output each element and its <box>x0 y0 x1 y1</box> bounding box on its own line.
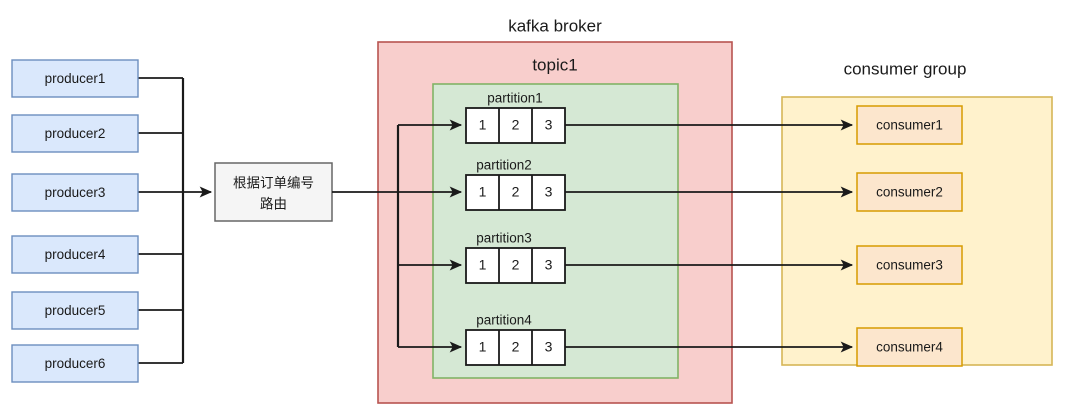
producer-box-5[interactable]: producer5 <box>11 291 139 330</box>
consumer-label: consumer4 <box>876 340 943 355</box>
partition-consumer-connectors <box>565 119 854 353</box>
partition-cell: 3 <box>545 184 553 200</box>
partition-label: partition3 <box>476 231 532 246</box>
producer-label: producer2 <box>45 126 106 141</box>
router-label-line1: 根据订单编号 <box>233 176 314 191</box>
partition-cell: 1 <box>479 117 487 133</box>
consumer-group-title: consumer group <box>844 59 967 78</box>
partition-cell: 3 <box>545 257 553 273</box>
router-label-line2: 路由 <box>260 197 287 212</box>
partition-label: partition1 <box>487 91 543 106</box>
partition-4[interactable]: partition4 1 2 3 <box>465 313 566 366</box>
producer-label: producer1 <box>45 71 106 86</box>
router-partition-connectors <box>332 119 463 353</box>
partition-cell: 2 <box>512 117 520 133</box>
partition-cell: 3 <box>545 339 553 355</box>
consumer-box-3[interactable]: consumer3 <box>856 245 963 285</box>
producer-box-6[interactable]: producer6 <box>11 344 139 383</box>
consumer-label: consumer3 <box>876 258 943 273</box>
producer-box-2[interactable]: producer2 <box>11 114 139 153</box>
partition-2[interactable]: partition2 1 2 3 <box>465 158 566 211</box>
partition-cell: 2 <box>512 184 520 200</box>
producer-label: producer6 <box>45 356 106 371</box>
producer-bus-connectors <box>138 77 213 364</box>
partition-label: partition2 <box>476 158 532 173</box>
producer-label: producer4 <box>45 247 106 262</box>
consumer-box-4[interactable]: consumer4 <box>856 327 963 367</box>
topic-title: topic1 <box>532 55 577 74</box>
partition-cell: 3 <box>545 117 553 133</box>
producer-label: producer3 <box>45 185 106 200</box>
producer-box-1[interactable]: producer1 <box>11 59 139 98</box>
consumer-label: consumer2 <box>876 185 943 200</box>
router-box[interactable]: 根据订单编号 路由 <box>214 162 333 222</box>
partition-label: partition4 <box>476 313 532 328</box>
consumer-label: consumer1 <box>876 118 943 133</box>
partition-3[interactable]: partition3 1 2 3 <box>465 231 566 284</box>
consumer-box-1[interactable]: consumer1 <box>856 105 963 145</box>
partition-cell: 1 <box>479 257 487 273</box>
producer-label: producer5 <box>45 303 106 318</box>
partition-cell: 1 <box>479 184 487 200</box>
producer-box-3[interactable]: producer3 <box>11 173 139 212</box>
partition-cell: 2 <box>512 339 520 355</box>
partition-cell: 1 <box>479 339 487 355</box>
partition-cell: 2 <box>512 257 520 273</box>
kafka-broker-title: kafka broker <box>508 16 602 35</box>
consumer-box-2[interactable]: consumer2 <box>856 172 963 212</box>
producer-box-4[interactable]: producer4 <box>11 235 139 274</box>
partition-1[interactable]: partition1 1 2 3 <box>465 91 566 144</box>
